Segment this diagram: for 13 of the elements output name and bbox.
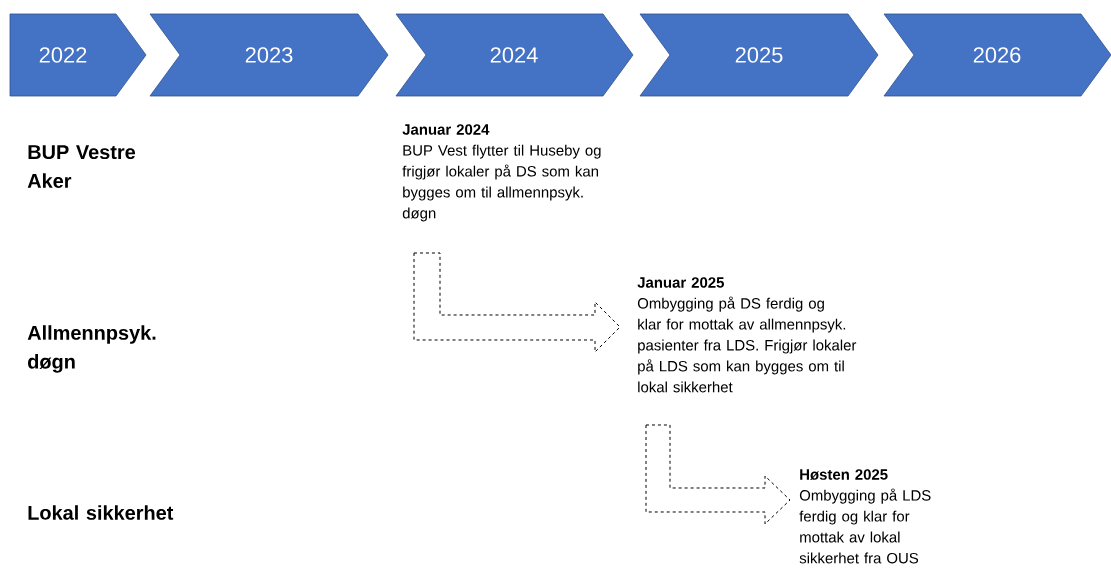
year-band: 2025	[639, 13, 879, 97]
milestone-text: Januar 2025 Ombygging på DS ferdig og klar for mottak av allmennpsyk. pasienter fra LDS. Frigjør lokaler på LDS som kan bygges om til lokal sikkerhet	[637, 277, 857, 393]
block-arrow	[413, 252, 621, 353]
year-band: 2022	[9, 13, 147, 97]
milestone-text: Januar 2024 BUP Vest flytter til Huseby og frigjør lokaler på DS som kan bygges om til allmennpsyk. døgn	[402, 124, 601, 222]
milestone-text: Høsten 2025 Ombygging på LDS ferdig og klar for mottak av lokal sikkerhet fra OUS	[799, 469, 931, 564]
year-band: 2023	[149, 13, 389, 97]
year-band: 2024	[395, 13, 634, 97]
row-label: BUP Vestre Aker	[27, 145, 136, 188]
row-label: Allmennpsyk. døgn	[27, 325, 156, 373]
row-label: Lokal sikkerhet	[28, 505, 174, 520]
block-arrow	[645, 424, 791, 525]
year-band: 2026	[883, 13, 1111, 97]
